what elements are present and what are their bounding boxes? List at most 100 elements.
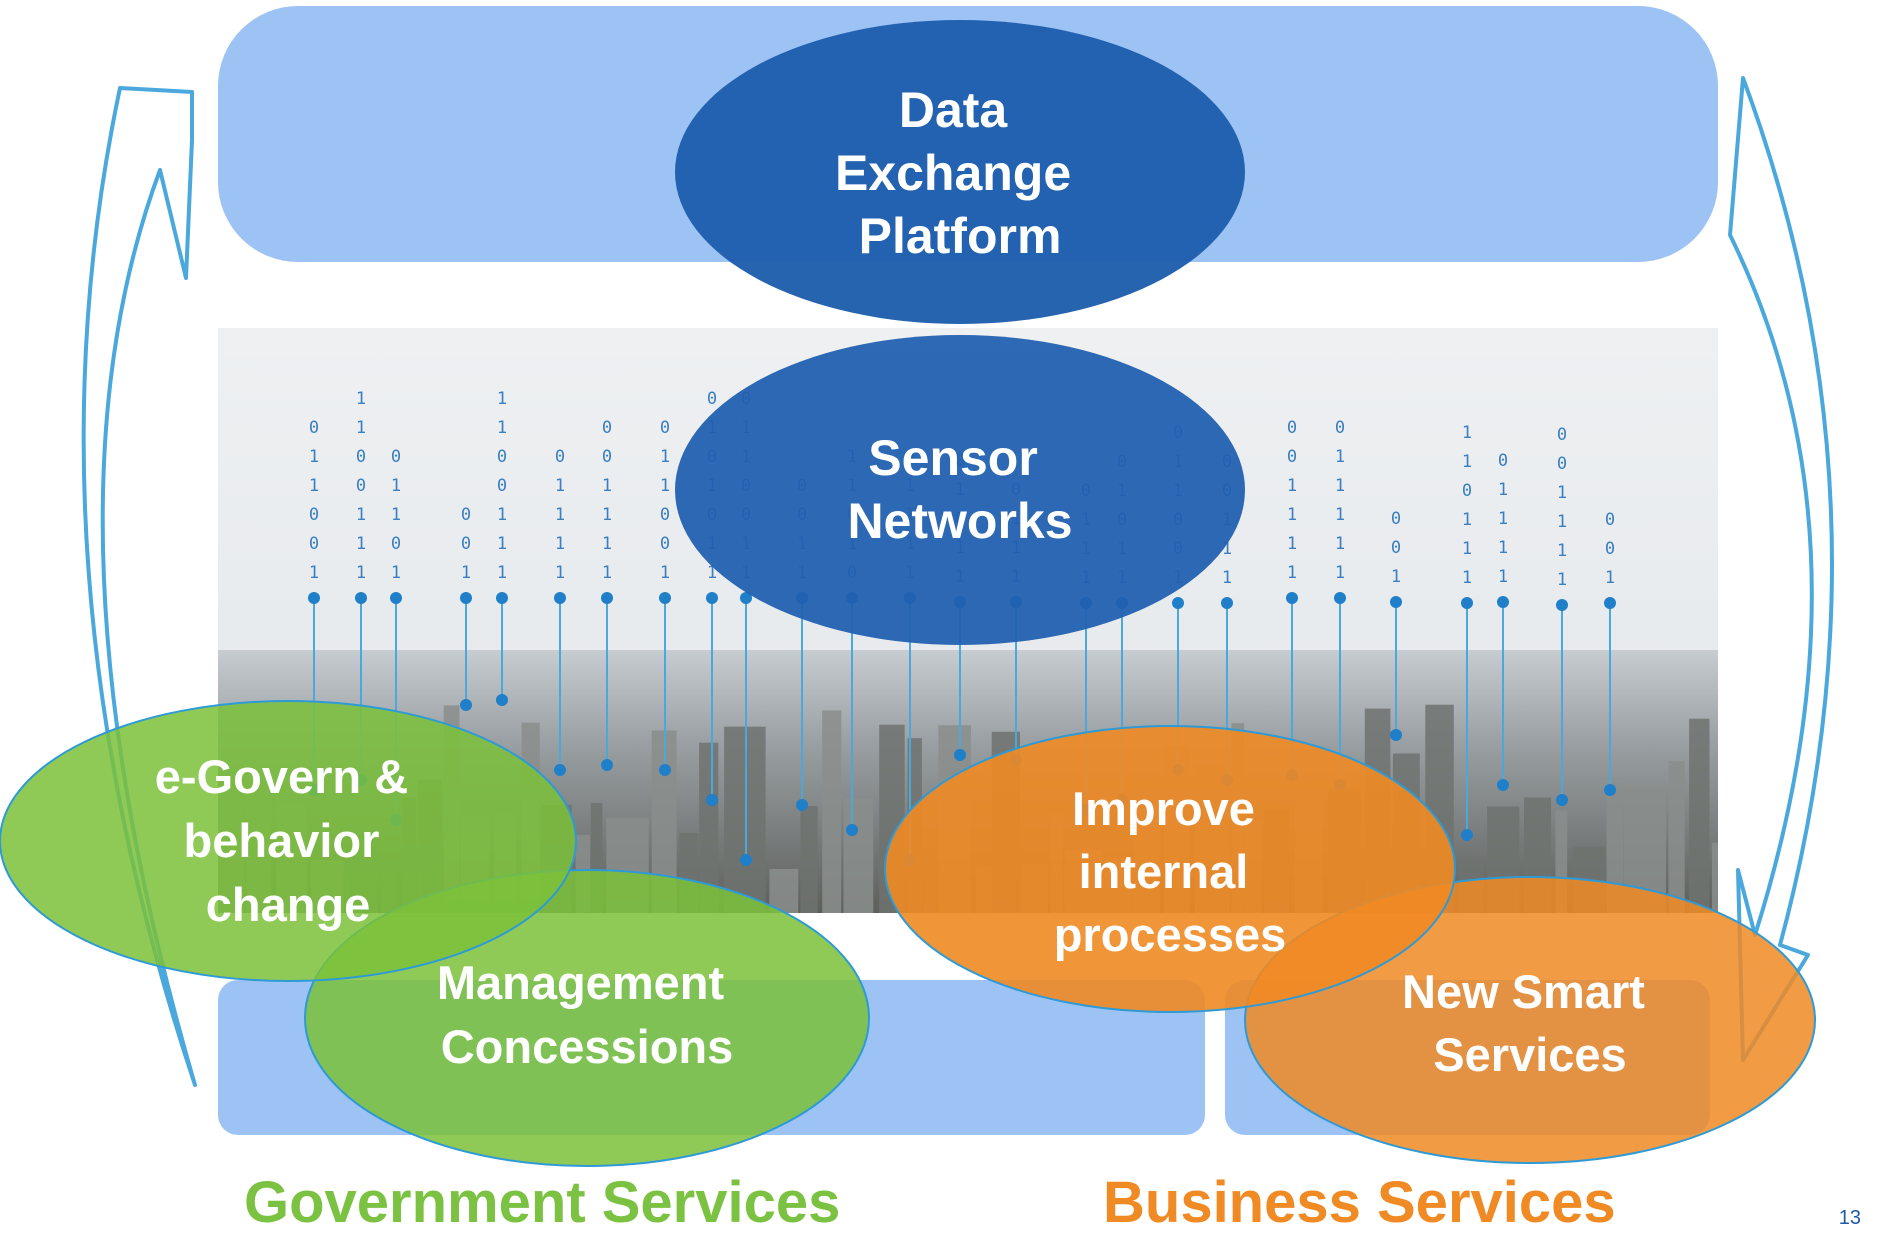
svg-text:0: 0 [1605, 539, 1615, 559]
svg-text:1: 1 [555, 534, 565, 554]
management-label: Management Concessions [437, 956, 737, 1073]
data-exchange-ellipse [675, 20, 1245, 324]
svg-text:1: 1 [356, 505, 366, 525]
svg-text:1: 1 [1287, 563, 1297, 583]
svg-text:1: 1 [497, 534, 507, 554]
svg-text:0: 0 [1335, 418, 1345, 438]
svg-text:0: 0 [356, 447, 366, 467]
svg-text:1: 1 [309, 447, 319, 467]
svg-text:1: 1 [602, 476, 612, 496]
svg-text:0: 0 [555, 447, 565, 467]
svg-text:1: 1 [497, 505, 507, 525]
svg-text:1: 1 [1498, 509, 1508, 529]
svg-text:1: 1 [356, 418, 366, 438]
svg-text:1: 1 [1557, 483, 1567, 503]
svg-text:1: 1 [1335, 534, 1345, 554]
svg-text:0: 0 [391, 534, 401, 554]
binary-stream: 0 0 1 [1604, 510, 1616, 796]
svg-text:0: 0 [309, 505, 319, 525]
svg-text:1: 1 [1287, 505, 1297, 525]
svg-text:1: 1 [1335, 563, 1345, 583]
svg-text:1: 1 [497, 418, 507, 438]
svg-text:0: 0 [1287, 447, 1297, 467]
svg-text:1: 1 [1462, 423, 1472, 443]
svg-text:1: 1 [1498, 567, 1508, 587]
svg-text:1: 1 [1222, 539, 1232, 559]
svg-text:0: 0 [1287, 418, 1297, 438]
svg-text:0: 0 [660, 418, 670, 438]
svg-text:0: 0 [309, 534, 319, 554]
svg-text:0: 0 [1498, 451, 1508, 471]
svg-text:1: 1 [1287, 534, 1297, 554]
svg-text:0: 0 [391, 447, 401, 467]
svg-text:0: 0 [1462, 481, 1472, 501]
svg-text:0: 0 [660, 505, 670, 525]
svg-text:1: 1 [391, 563, 401, 583]
business-services-label: Business Services [1103, 1170, 1616, 1235]
svg-text:1: 1 [1462, 452, 1472, 472]
page-number: 13 [1838, 1207, 1861, 1229]
sensor-networks-label: Sensor Networks [847, 430, 1072, 549]
right-cycle-arrow [1728, 76, 1834, 1062]
svg-text:1: 1 [1222, 568, 1232, 588]
svg-text:1: 1 [391, 505, 401, 525]
svg-text:0: 0 [1391, 509, 1401, 529]
svg-text:1: 1 [1335, 505, 1345, 525]
sensor-networks-ellipse [675, 335, 1245, 645]
government-services-label: Government Services [244, 1170, 841, 1235]
svg-text:0: 0 [1557, 454, 1567, 474]
svg-text:1: 1 [356, 389, 366, 409]
svg-text:0: 0 [660, 534, 670, 554]
svg-text:0: 0 [602, 447, 612, 467]
svg-text:1: 1 [497, 389, 507, 409]
svg-text:1: 1 [660, 563, 670, 583]
svg-text:1: 1 [309, 476, 319, 496]
binary-stream: 0 1 1 0 0 1 [659, 418, 671, 776]
svg-text:1: 1 [707, 563, 717, 583]
svg-text:1: 1 [1462, 510, 1472, 530]
svg-text:1: 1 [1287, 476, 1297, 496]
svg-text:1: 1 [309, 563, 319, 583]
binary-stream: 0 0 1 [460, 505, 472, 711]
svg-text:1: 1 [1498, 538, 1508, 558]
svg-text:1: 1 [461, 563, 471, 583]
svg-text:0: 0 [1605, 510, 1615, 530]
binary-stream: 0 0 1 [1390, 509, 1402, 741]
svg-text:1: 1 [1391, 567, 1401, 587]
svg-text:1: 1 [1462, 568, 1472, 588]
svg-text:1: 1 [602, 505, 612, 525]
svg-text:0: 0 [309, 418, 319, 438]
improve-ellipse [884, 725, 1456, 1013]
improve-label: Improve internal processes [1054, 782, 1287, 961]
svg-text:1: 1 [1557, 570, 1567, 590]
data-exchange-label: Data Exchange Platform [835, 82, 1085, 264]
svg-text:0: 0 [356, 476, 366, 496]
svg-text:1: 1 [391, 476, 401, 496]
svg-text:0: 0 [461, 505, 471, 525]
egovern-label: e-Govern & behavior change [155, 750, 421, 931]
svg-text:1: 1 [1498, 480, 1508, 500]
svg-text:1: 1 [1605, 568, 1615, 588]
svg-text:0: 0 [602, 418, 612, 438]
svg-text:0: 0 [497, 447, 507, 467]
svg-text:1: 1 [555, 563, 565, 583]
svg-text:0: 0 [1391, 538, 1401, 558]
svg-text:1: 1 [660, 447, 670, 467]
svg-text:1: 1 [660, 476, 670, 496]
svg-text:0: 0 [461, 534, 471, 554]
svg-text:0: 0 [707, 389, 717, 409]
egovern-ellipse [0, 700, 577, 982]
svg-text:1: 1 [602, 563, 612, 583]
svg-text:0: 0 [497, 476, 507, 496]
svg-text:1: 1 [1557, 512, 1567, 532]
left-cycle-arrow [81, 86, 197, 1087]
svg-text:1: 1 [356, 563, 366, 583]
svg-text:1: 1 [602, 534, 612, 554]
svg-text:1: 1 [555, 476, 565, 496]
